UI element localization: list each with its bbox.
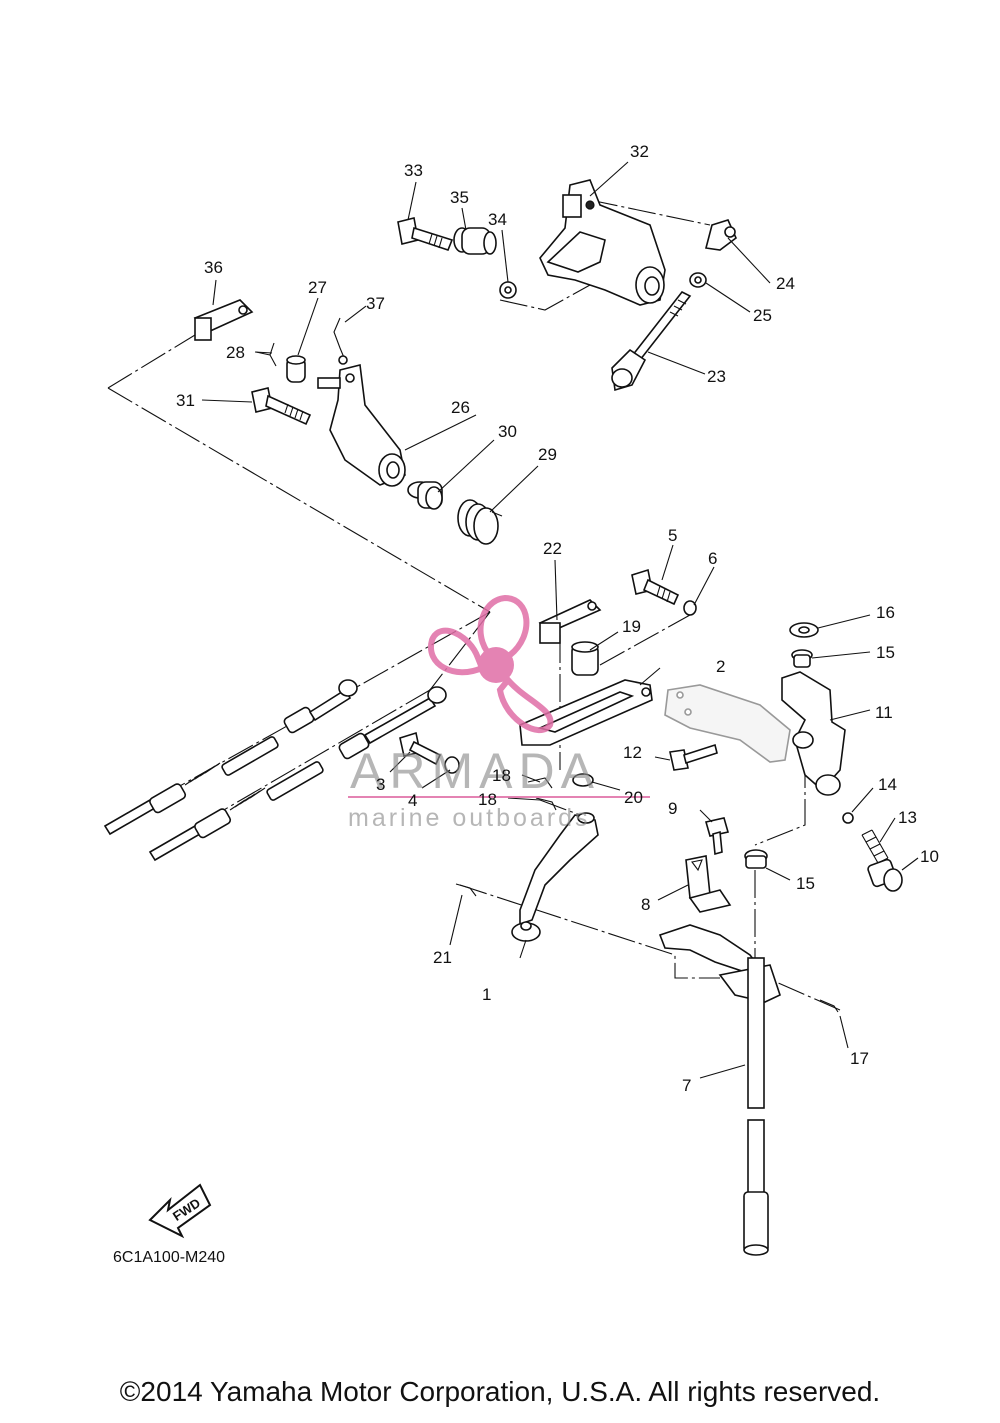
part-36-cable-joint	[193, 299, 254, 341]
label-part-18-lower: 18	[478, 790, 497, 809]
label-part-6: 6	[708, 549, 717, 568]
label-part-11: 11	[875, 703, 893, 722]
label-part-21: 21	[433, 948, 452, 967]
label-part-12: 12	[623, 743, 642, 762]
label-part-25: 25	[753, 306, 772, 325]
part-35-collar	[453, 227, 497, 255]
part-21-pin	[455, 883, 477, 897]
drawing-code: 6C1A100-M240	[113, 1249, 225, 1266]
label-part-30: 30	[498, 422, 517, 441]
label-part-19: 19	[622, 617, 641, 636]
part-17-pin	[819, 999, 839, 1013]
label-part-7: 7	[682, 1076, 691, 1095]
part-12-bracket-plate	[664, 684, 791, 763]
label-part-29: 29	[538, 445, 557, 464]
label-part-1: 1	[482, 985, 491, 1004]
label-part-3: 3	[376, 775, 385, 794]
part-34-washer	[499, 281, 517, 299]
label-part-18-upper: 18	[492, 766, 511, 785]
part-labels: 1 2 3 4 5 6 7 8 9 10 11 12 13 14 15 15 1…	[176, 142, 939, 1095]
label-part-13: 13	[898, 808, 917, 827]
part-13-spring	[861, 829, 889, 864]
label-part-15-lower: 15	[796, 874, 815, 893]
armada-watermark: ARMADA marine outboards	[348, 594, 650, 832]
label-part-31: 31	[176, 391, 195, 410]
part-3-bolt	[399, 731, 442, 766]
part-14-ball	[842, 812, 854, 824]
watermark-brand: ARMADA	[350, 743, 600, 799]
part-12-screw	[669, 743, 718, 771]
part-5-bolt	[631, 568, 680, 606]
part-16-washer	[789, 622, 819, 638]
part-20-washer	[572, 773, 594, 787]
part-37-pin	[333, 317, 348, 365]
part-15-collar-upper	[791, 649, 813, 668]
part-8-cam	[685, 855, 732, 913]
label-part-28: 28	[226, 343, 245, 362]
part-15-collar-lower	[744, 849, 768, 869]
part-32-bracket	[539, 179, 666, 306]
label-part-35: 35	[450, 188, 469, 207]
label-part-10: 10	[920, 847, 939, 866]
part-6-washer	[683, 600, 697, 616]
label-part-34: 34	[488, 210, 507, 229]
part-2-slider	[519, 679, 653, 746]
label-part-37: 37	[366, 294, 385, 313]
label-part-20: 20	[624, 788, 643, 807]
label-part-8: 8	[641, 895, 650, 914]
part-31-bolt	[251, 387, 312, 426]
part-25-nut	[689, 272, 707, 288]
leader-lines	[201, 161, 919, 1079]
part-9-screw	[704, 817, 730, 856]
propeller-logo-icon	[427, 594, 554, 733]
control-cables	[103, 679, 447, 862]
part-18-pin	[527, 777, 557, 811]
label-part-32: 32	[630, 142, 649, 161]
part-24-joint	[704, 219, 737, 251]
label-part-17: 17	[850, 1049, 869, 1068]
fwd-arrow-icon: FWD	[148, 1183, 212, 1239]
part-30-bushing	[407, 481, 443, 510]
part-7-shift-rod	[658, 924, 781, 1256]
part-26-shift-lever	[317, 364, 406, 487]
copyright-notice: ©2014 Yamaha Motor Corporation, U.S.A. A…	[119, 1376, 881, 1407]
part-28-clip	[255, 342, 277, 367]
label-part-33: 33	[404, 161, 423, 180]
label-part-5: 5	[668, 526, 677, 545]
label-part-15-upper: 15	[876, 643, 895, 662]
part-4-washer	[444, 756, 460, 774]
part-23-rod	[611, 290, 692, 392]
part-1-shift-arm	[511, 812, 599, 942]
label-part-23: 23	[707, 367, 726, 386]
label-part-24: 24	[776, 274, 795, 293]
label-part-16: 16	[876, 603, 895, 622]
part-27-bushing	[286, 355, 306, 383]
label-part-9: 9	[668, 799, 677, 818]
label-part-14: 14	[878, 775, 897, 794]
label-part-27: 27	[308, 278, 327, 297]
part-11-detent-housing	[781, 671, 846, 796]
label-part-2: 2	[716, 657, 725, 676]
label-part-26: 26	[451, 398, 470, 417]
label-part-22: 22	[543, 539, 562, 558]
part-29-spring	[457, 499, 503, 545]
part-33-bolt	[397, 217, 454, 251]
part-22-cable-joint	[538, 599, 602, 644]
watermark-tagline: marine outboards	[348, 804, 591, 832]
label-part-36: 36	[204, 258, 223, 277]
label-part-4: 4	[408, 791, 417, 810]
part-10-plunger	[867, 858, 903, 892]
assembly-lines	[107, 199, 841, 1011]
